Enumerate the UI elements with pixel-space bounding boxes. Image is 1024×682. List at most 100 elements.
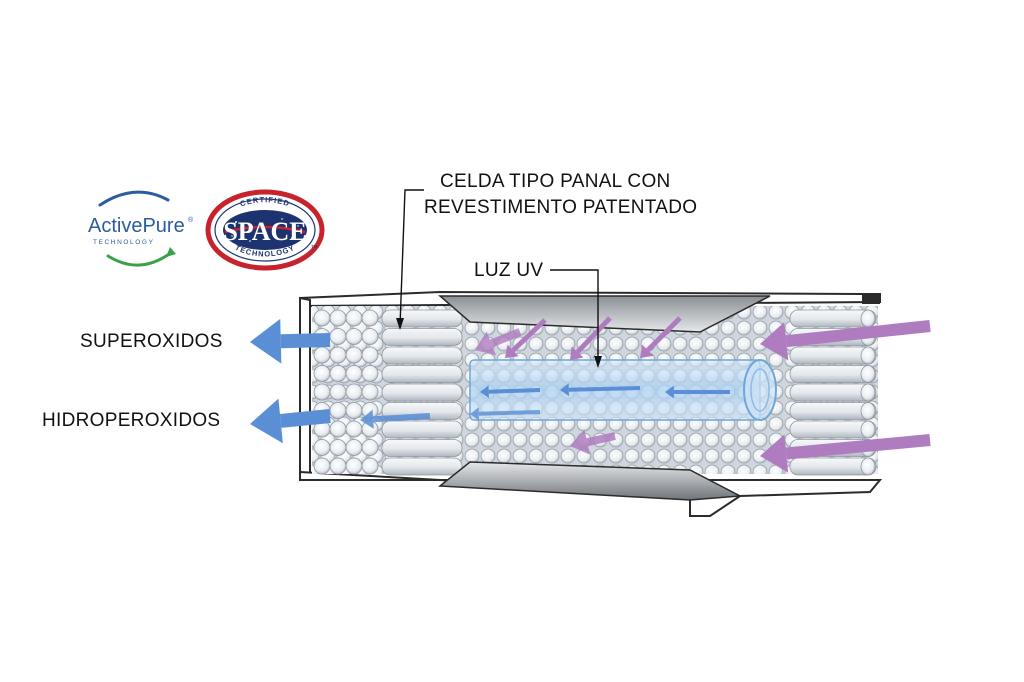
internal-purple-arrow-head: [640, 344, 654, 358]
honeycomb-tube: [789, 383, 877, 402]
honeycomb-cell-opening: [329, 439, 347, 456]
hydroperoxides-output-arrow: [250, 398, 331, 444]
honeycomb-cell-opening: [361, 457, 379, 475]
incoming-air-arrow-bottom-shaft: [785, 434, 931, 460]
honeycomb-leader-arrowhead: [396, 318, 404, 330]
internal-blue-arrow: [360, 409, 431, 429]
internal-blue-arrow-head: [360, 409, 374, 429]
honeycomb-cell-opening: [345, 439, 363, 456]
space-top-arc-text: CERTIFIED: [239, 195, 291, 208]
superoxides-output-arrow: [250, 318, 331, 364]
internal-purple-arrow-shaft: [586, 432, 616, 447]
housing-bottom-reflector: [438, 461, 743, 501]
incoming-air-arrow-top-shaft: [785, 320, 931, 348]
internal-purple-arrow: [640, 316, 682, 358]
honeycomb-tube-end: [860, 365, 876, 383]
housing-top-reflector: [437, 295, 771, 333]
honeycomb-tube: [789, 420, 877, 439]
honeycomb-tube: [381, 365, 463, 383]
honeycomb-cell-housing: [299, 290, 883, 517]
honeycomb-cell-opening: [345, 365, 363, 382]
honeycomb-cell-opening: [361, 328, 379, 345]
space-star-icons: [231, 218, 299, 242]
honeycomb-cell-opening: [329, 420, 347, 438]
hydroperoxides-output-arrow-shaft: [279, 409, 331, 428]
internal-blue-arrow: [480, 385, 541, 399]
activepure-wordmark: ActivePure: [88, 215, 185, 237]
internal-purple-arrow-head: [570, 346, 584, 360]
honeycomb-cell-opening: [361, 383, 379, 401]
honeycomb-cell-opening: [313, 457, 331, 475]
internal-blue-arrow-head: [480, 385, 490, 399]
incoming-air-arrow-bottom: [760, 434, 931, 473]
superoxides-output-arrow-shaft: [280, 333, 331, 349]
honeycomb-tube: [789, 309, 877, 328]
honeycomb-cell-opening: [329, 309, 347, 327]
internal-blue-arrow: [560, 383, 641, 397]
honeycomb-tube-end: [860, 420, 876, 439]
activepure-logo: ActivePure ® TECHNOLOGY: [88, 190, 194, 267]
internal-purple-arrow: [570, 429, 616, 455]
activepure-registered-mark: ®: [188, 216, 194, 224]
internal-blue-arrow-shaft: [478, 410, 541, 416]
honeycomb-label-line2: REVESTIMENTO PATENTADO: [424, 197, 697, 218]
uv-leader-arrowhead: [594, 356, 602, 368]
internal-purple-arrow: [505, 318, 547, 358]
space-certified-logo: SPACE CERTIFIED TECHNOLOGY TM: [205, 189, 325, 271]
internal-purple-arrow: [570, 316, 612, 360]
honeycomb-cell-opening: [345, 457, 363, 475]
internal-purple-arrow-shaft: [489, 328, 522, 348]
honeycomb-left-tube-stack: [313, 309, 463, 476]
internal-purple-arrow-shaft: [646, 316, 682, 352]
internal-blue-arrow-head: [665, 385, 674, 399]
honeycomb-tube: [789, 365, 877, 383]
honeycomb-tube-end: [860, 457, 876, 476]
honeycomb-cell-opening: [313, 439, 331, 456]
honeycomb-cell-opening: [329, 457, 347, 475]
internal-blue-arrow-shaft: [373, 413, 431, 423]
internal-purple-arrow-head: [505, 344, 519, 358]
honeycomb-tube: [381, 420, 463, 439]
incoming-air-arrow-bottom-head: [760, 434, 789, 473]
honeycomb-tube-end: [860, 346, 876, 365]
honeycomb-cell-opening: [329, 383, 347, 401]
honeycomb-leader-line: [399, 189, 424, 327]
honeycomb-label-line1: CELDA TIPO PANAL CON: [440, 171, 671, 192]
housing-top-dark-lip: [862, 294, 880, 304]
internal-blue-arrow: [665, 385, 730, 399]
space-wordmark: SPACE: [223, 217, 306, 246]
superoxides-output-arrow-head: [250, 318, 282, 364]
honeycomb-cell-opening: [313, 346, 331, 364]
honeycomb-tube: [381, 328, 463, 346]
activepure-arrowhead-icon: [166, 247, 176, 257]
internal-blue-arrow-shaft: [568, 386, 641, 392]
activepure-swoosh-green-icon: [106, 250, 174, 267]
honeycomb-tube-end: [860, 402, 876, 420]
honeycomb-cell-opening: [361, 365, 379, 382]
incoming-air-arrow-top: [760, 320, 931, 361]
internal-blue-arrow-shaft: [488, 388, 541, 394]
honeycomb-cell-opening: [345, 346, 363, 364]
honeycomb-cell-opening: [361, 309, 379, 327]
honeycomb-cell-opening: [345, 309, 363, 327]
honeycomb-cell-opening: [329, 346, 347, 364]
honeycomb-tube: [381, 309, 463, 328]
honeycomb-tube: [789, 402, 877, 420]
honeycomb-cell-opening: [313, 383, 331, 401]
honeycomb-tube: [381, 457, 463, 476]
uv-light-label: LUZ UV: [474, 260, 543, 281]
honeycomb-cell-opening: [329, 402, 347, 419]
honeycomb-cell-opening: [313, 309, 331, 327]
honeycomb-cell-opening: [361, 439, 379, 456]
honeycomb-cell-opening: [329, 328, 347, 345]
internal-purple-arrow-shaft: [575, 316, 612, 354]
activepure-swoosh-blue-icon: [98, 190, 170, 207]
space-trademark: TM: [311, 244, 318, 249]
honeycomb-cell-opening: [345, 402, 363, 419]
internal-blue-arrow-head: [470, 407, 479, 421]
hydroperoxides-label: HIDROPEROXIDOS: [42, 410, 220, 431]
honeycomb-cell-opening: [345, 420, 363, 438]
uv-leader-line: [550, 269, 599, 362]
superoxides-label: SUPEROXIDOS: [80, 331, 223, 352]
